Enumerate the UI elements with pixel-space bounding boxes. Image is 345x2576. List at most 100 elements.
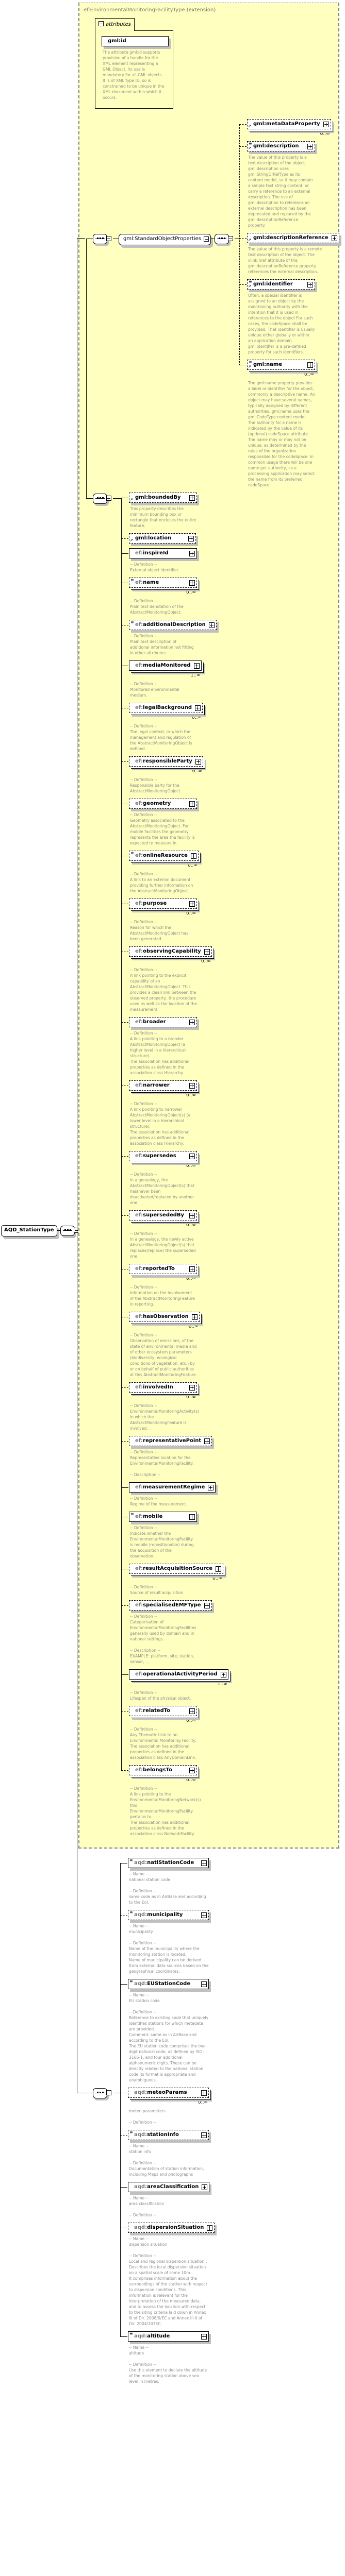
expand-icon[interactable] <box>201 2132 207 2138</box>
expand-icon[interactable] <box>201 1860 207 1866</box>
expand-icon[interactable] <box>189 1768 195 1773</box>
element-box[interactable]: ef:geometry <box>129 799 197 809</box>
expand-icon[interactable] <box>189 901 195 907</box>
group-gml-standard-object-properties[interactable]: gml:StandardObjectProperties <box>119 234 211 245</box>
collapse-icon[interactable] <box>98 21 104 26</box>
element-box[interactable]: ef:legalBackground <box>129 703 203 713</box>
collapse-icon[interactable] <box>106 2090 111 2095</box>
element-box[interactable]: ≡↗gml:description <box>247 141 315 151</box>
expand-icon[interactable] <box>201 2090 207 2096</box>
expand-icon[interactable] <box>204 1603 210 1608</box>
expand-icon[interactable] <box>323 122 329 127</box>
element-box[interactable]: ef:responsibleParty <box>129 756 203 767</box>
element-name: narrower <box>143 1082 170 1088</box>
element-box[interactable]: ef:belongsTo <box>129 1765 197 1775</box>
expand-icon[interactable] <box>201 2334 207 2340</box>
collapse-icon[interactable] <box>106 496 111 501</box>
element-box[interactable]: ef:mediaMonitored <box>129 660 202 671</box>
element-box[interactable]: ef:resultAcquisitionSource <box>129 1564 223 1574</box>
aqd-sequence-icon[interactable] <box>93 2088 111 2098</box>
element-box[interactable]: ef:relatedTo <box>129 1706 197 1716</box>
expand-icon[interactable] <box>215 1566 221 1572</box>
collapse-icon[interactable] <box>203 236 209 242</box>
expand-icon[interactable] <box>191 1314 198 1320</box>
element-box[interactable]: ↗gml:location <box>129 533 196 544</box>
element-box[interactable]: ≡↗gml:identifier <box>247 279 315 290</box>
expand-icon[interactable] <box>189 801 195 807</box>
expand-icon[interactable] <box>307 282 313 287</box>
expand-icon[interactable] <box>331 235 337 241</box>
expand-icon[interactable] <box>208 622 215 628</box>
element-box[interactable]: ≡ef:mobile <box>129 1512 197 1522</box>
gml-properties-sequence-icon[interactable] <box>215 234 233 244</box>
expand-icon[interactable] <box>190 853 196 859</box>
expand-icon[interactable] <box>189 1266 195 1272</box>
expand-icon[interactable] <box>189 495 195 501</box>
expand-icon[interactable] <box>208 1485 214 1490</box>
element-box[interactable]: ↗gml:boundedBy <box>129 493 197 503</box>
element-box[interactable]: ef:supersedes <box>129 1151 197 1161</box>
expand-icon[interactable] <box>204 949 210 955</box>
expand-icon[interactable] <box>189 551 195 556</box>
element-box[interactable]: ≡aqd:municipality <box>128 1910 209 1920</box>
element-box[interactable]: ≡↗gml:name <box>247 360 315 370</box>
expand-icon[interactable] <box>189 1083 195 1089</box>
element-box[interactable]: ef:representativePoint <box>129 1436 212 1446</box>
expand-icon[interactable] <box>202 2184 208 2190</box>
expand-icon[interactable] <box>195 705 201 711</box>
expand-icon[interactable] <box>195 759 201 765</box>
element-box[interactable]: ≡aqd:natlStationCode <box>128 1858 209 1868</box>
expand-icon[interactable] <box>307 144 313 149</box>
element-box[interactable]: ef:hasObservation <box>129 1312 200 1322</box>
gml-sequence-icon[interactable] <box>93 234 111 244</box>
element-box[interactable]: ef:purpose <box>129 899 197 909</box>
multiplicity-label: 0..∞ <box>304 372 314 377</box>
element-box[interactable]: ef:broader <box>129 1017 197 1027</box>
element-box[interactable]: aqd:meteoParams <box>128 2088 209 2098</box>
element-box[interactable]: ef:specialisedEMFType <box>129 1600 212 1611</box>
element-box[interactable]: ef:measurementRegime <box>129 1482 216 1493</box>
element-box[interactable]: ↗gml:descriptionReference <box>247 233 339 243</box>
expand-icon[interactable] <box>201 1981 207 1987</box>
expand-icon[interactable] <box>201 1912 207 1918</box>
attributes-tab[interactable]: attributes <box>95 18 135 31</box>
expand-icon[interactable] <box>189 1154 195 1159</box>
expand-icon[interactable] <box>220 1672 226 1677</box>
element-box[interactable]: ≡aqd:altitude <box>128 2331 209 2342</box>
element-box[interactable]: ef:inspireId <box>129 548 197 558</box>
element-box[interactable]: ef:involvedIn <box>129 1382 197 1393</box>
expand-icon[interactable] <box>189 1385 195 1391</box>
namespace-prefix: aqd: <box>134 2090 147 2095</box>
element-box[interactable]: aqd:dispersionSituation <box>128 2223 215 2233</box>
element-box[interactable]: gml:id <box>102 36 169 46</box>
expand-icon[interactable] <box>189 580 195 586</box>
element-box[interactable]: ef:supersededBy <box>129 1210 197 1221</box>
expand-icon[interactable] <box>189 1213 195 1218</box>
element-box[interactable]: ≡ef:name <box>129 578 197 588</box>
collapse-icon[interactable] <box>228 236 233 241</box>
root-sequence-icon[interactable] <box>60 1226 79 1236</box>
element-box[interactable]: ef:narrower <box>129 1080 197 1091</box>
collapse-icon[interactable] <box>106 236 111 241</box>
element-box[interactable]: ≡aqd:EUStationCode <box>128 1979 209 1989</box>
expand-icon[interactable] <box>189 1020 195 1025</box>
root-element-aqd-stationtype[interactable]: AQD_StationType <box>1 1225 57 1236</box>
expand-icon[interactable] <box>204 1438 210 1444</box>
expand-icon[interactable] <box>189 1514 195 1520</box>
expand-icon[interactable] <box>207 2225 213 2231</box>
element-box[interactable]: ef:reportedTo <box>129 1264 197 1274</box>
ef-sequence-icon[interactable] <box>93 494 111 504</box>
expand-icon[interactable] <box>189 1708 195 1714</box>
element-box[interactable]: ≡aqd:stationInfo <box>128 2130 209 2140</box>
expand-icon[interactable] <box>188 536 194 541</box>
expand-icon[interactable] <box>193 663 200 669</box>
expand-icon[interactable] <box>307 362 313 368</box>
element-box[interactable]: aqd:areaClassification <box>128 2182 210 2192</box>
element-box[interactable]: ef:operationalActivityPeriod <box>129 1669 228 1680</box>
element-box[interactable]: ef:observingCapability <box>129 946 212 957</box>
element-box[interactable]: ↗gml:metaDataProperty <box>247 119 331 129</box>
element-box[interactable]: ≡ef:additionalDescription <box>129 620 217 630</box>
element-box[interactable]: ≡ef:onlineResource <box>129 851 199 861</box>
